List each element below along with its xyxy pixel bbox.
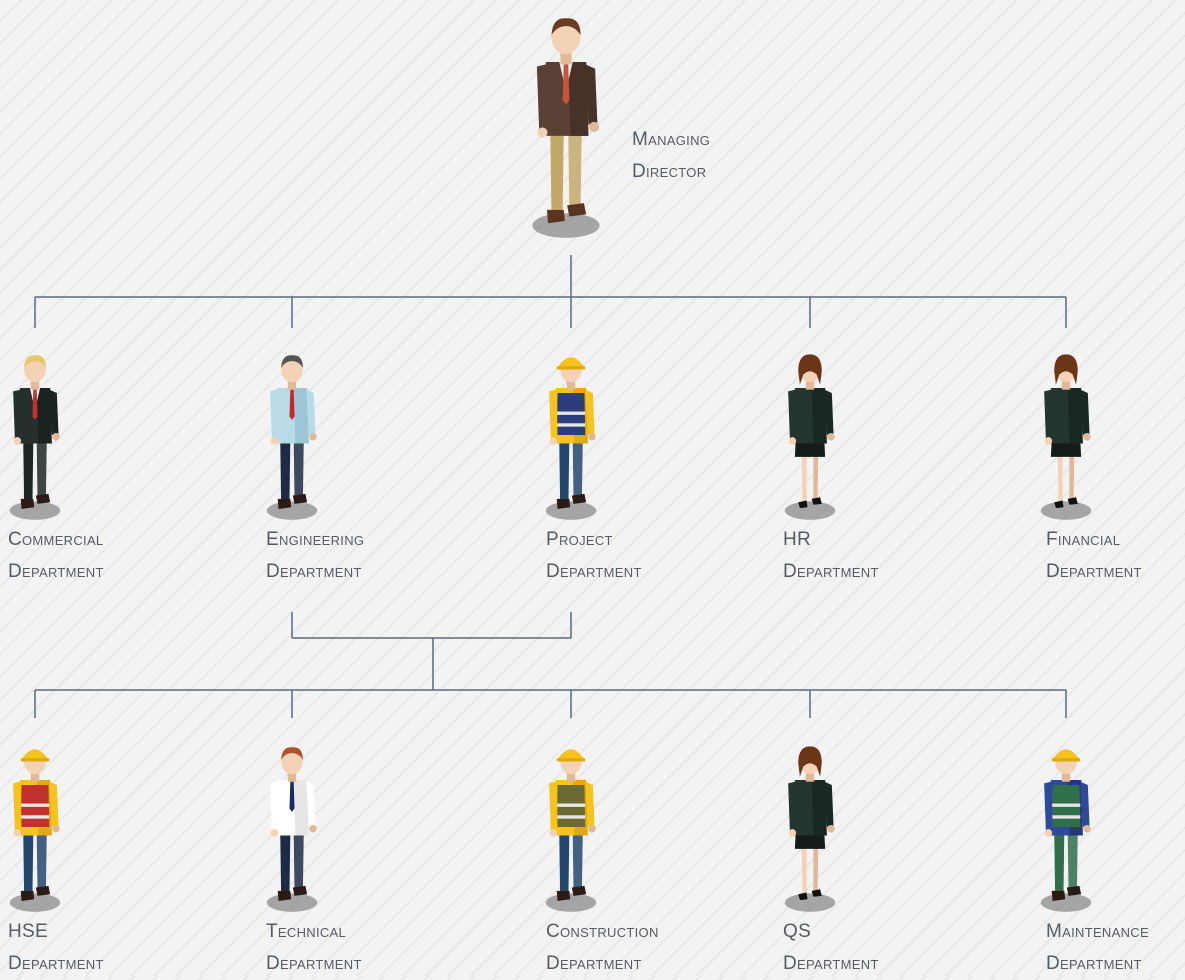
engineering-label-line: Engineering bbox=[266, 529, 365, 550]
hr-label-line: Department bbox=[783, 561, 879, 582]
construction-person-icon bbox=[545, 748, 597, 912]
node-hse: HSE Department bbox=[0, 0, 103, 974]
technical-person-icon bbox=[266, 747, 318, 912]
engineering-person-icon bbox=[266, 355, 318, 520]
hr-person-icon bbox=[784, 354, 836, 520]
qs-label: QS Department bbox=[783, 916, 879, 980]
technical-label-line: Technical bbox=[266, 921, 347, 942]
hse-label-line: HSE bbox=[8, 921, 48, 942]
financial-label-line: Financial bbox=[1046, 529, 1121, 550]
commercial-person-icon bbox=[9, 355, 61, 520]
hr-label: HR Department bbox=[783, 524, 879, 588]
commercial-label-line: Department bbox=[8, 561, 104, 582]
engineering-label-line: Department bbox=[266, 561, 362, 582]
commercial-label-line: Commercial bbox=[8, 529, 104, 550]
qs-label-line: QS bbox=[783, 921, 812, 942]
managing-director-person-icon bbox=[532, 18, 600, 238]
maintenance-person-icon bbox=[1040, 748, 1092, 912]
hse-label-line: Department bbox=[8, 953, 104, 974]
project-person-icon bbox=[545, 356, 597, 520]
project-label-line: Department bbox=[546, 561, 642, 582]
hr-label-line: HR bbox=[783, 529, 812, 550]
qs-person-icon bbox=[784, 746, 836, 912]
qs-label-line: Department bbox=[783, 953, 879, 974]
maintenance-label-line: Maintenance bbox=[1046, 921, 1149, 942]
project-label-line: Project bbox=[546, 529, 613, 550]
construction-label-line: Department bbox=[546, 953, 642, 974]
maintenance-label-line: Department bbox=[1046, 953, 1142, 974]
managing-director-label-line: Managing bbox=[632, 129, 711, 150]
financial-person-icon bbox=[1040, 354, 1092, 520]
technical-label-line: Department bbox=[266, 953, 362, 974]
hse-person-icon bbox=[9, 748, 61, 912]
node-qs: QS Department bbox=[0, 0, 878, 974]
node-hr: HR Department bbox=[0, 0, 878, 582]
hse-label: HSE Department bbox=[8, 916, 104, 980]
managing-director-label-line: Director bbox=[632, 161, 707, 182]
construction-label-line: Construction bbox=[546, 921, 659, 942]
financial-label-line: Department bbox=[1046, 561, 1142, 582]
